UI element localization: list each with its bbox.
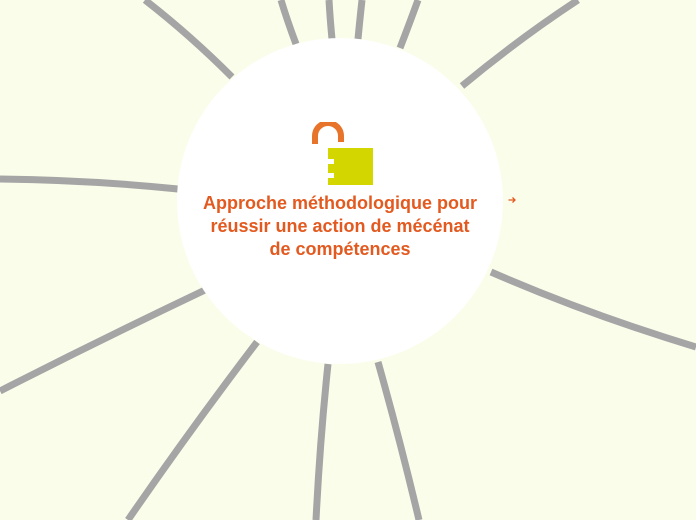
central-topic-node[interactable] [177, 38, 503, 364]
branch-connector [489, 268, 696, 351]
unlocked-padlock-icon [312, 122, 373, 185]
branch-connector [125, 339, 260, 520]
branch-connector [325, 0, 336, 40]
branch-connector [459, 0, 580, 89]
branch-connector [312, 363, 332, 520]
branch-connector [0, 286, 207, 395]
branch-connector [354, 0, 366, 40]
link-arrow-icon[interactable] [508, 196, 517, 204]
branch-connector [142, 0, 235, 80]
branch-connector [374, 361, 423, 520]
branch-connector [277, 0, 300, 46]
branch-connector [396, 0, 422, 50]
branch-connector [0, 175, 179, 193]
central-topic-title: Approche méthodologique pour réussir une… [203, 193, 477, 259]
